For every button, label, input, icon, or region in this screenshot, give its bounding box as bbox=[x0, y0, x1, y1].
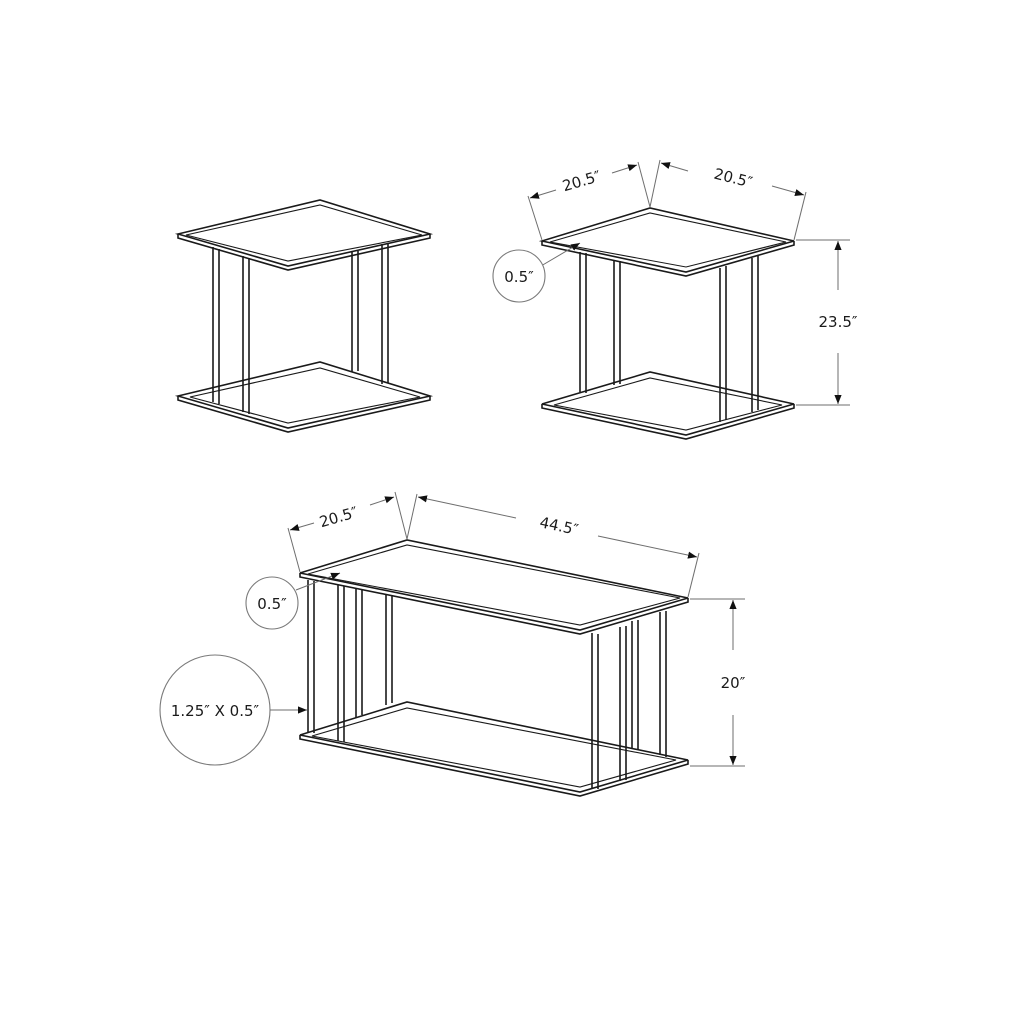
coffee-table-leg-profile-label: 1.25″ X 0.5″ bbox=[171, 702, 260, 720]
end-table-left-drawing bbox=[174, 199, 434, 433]
end-table-top-thickness-label: 0.5″ bbox=[504, 268, 534, 286]
coffee-table-depth-label: 20.5″ bbox=[317, 503, 360, 531]
coffee-table-width-label: 44.5″ bbox=[538, 513, 580, 539]
end-table-height-label: 23.5″ bbox=[818, 313, 857, 331]
end-table-depth-label: 20.5″ bbox=[712, 165, 755, 192]
end-table-width-label: 20.5″ bbox=[560, 167, 603, 195]
coffee-table-drawing bbox=[299, 539, 689, 797]
end-table-right-drawing bbox=[538, 207, 795, 440]
coffee-table-top-thickness-label: 0.5″ bbox=[257, 595, 287, 613]
coffee-table-dimensions bbox=[159, 491, 745, 767]
end-table-right-dimensions bbox=[492, 159, 850, 406]
coffee-table-height-label: 20″ bbox=[721, 674, 746, 692]
